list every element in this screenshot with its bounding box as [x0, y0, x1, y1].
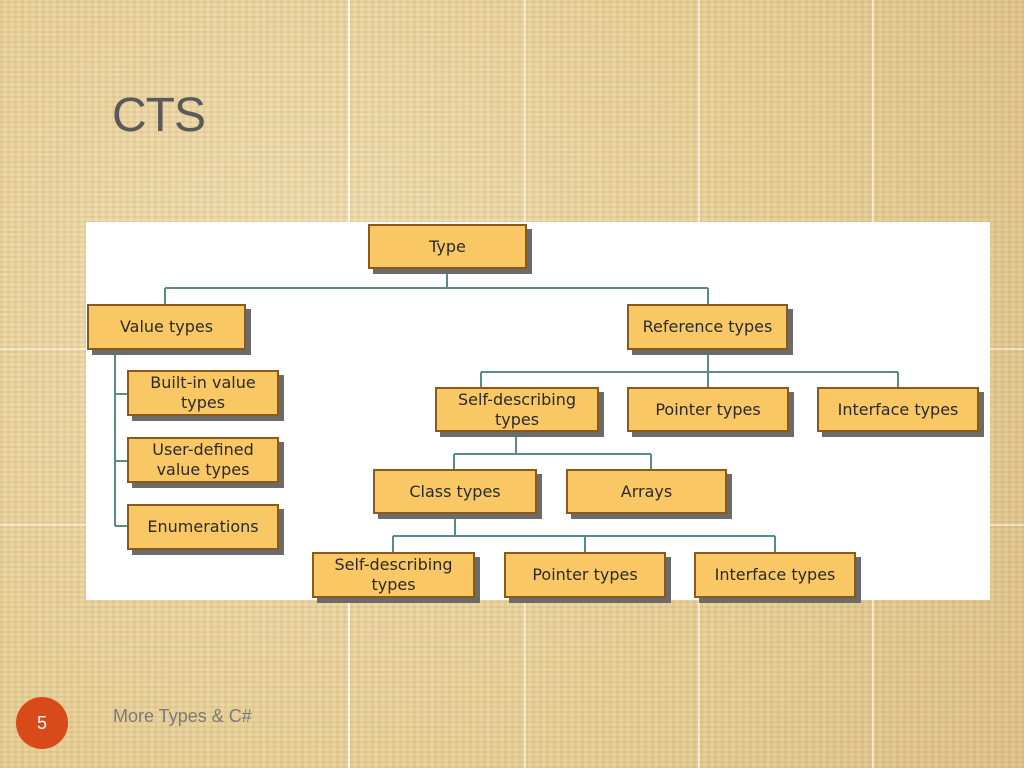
node-class-interface-types: Interface types — [694, 552, 856, 598]
node-reference-types: Reference types — [627, 304, 788, 350]
node-interface-types: Interface types — [817, 387, 979, 432]
node-builtin-value-types: Built-in value types — [127, 370, 279, 416]
node-value-types: Value types — [87, 304, 246, 350]
slide-title: CTS — [112, 89, 206, 142]
node-enumerations: Enumerations — [127, 504, 279, 550]
node-self-describing-types: Self-describing types — [435, 387, 599, 432]
node-class-types: Class types — [373, 469, 537, 514]
node-type: Type — [368, 224, 527, 269]
node-class-pointer-types: Pointer types — [504, 552, 666, 598]
node-pointer-types: Pointer types — [627, 387, 789, 432]
page-number-badge: 5 — [16, 697, 68, 749]
footer-text: More Types & C# — [113, 706, 252, 726]
type-hierarchy-diagram: Type Value types Reference types Built-i… — [86, 222, 990, 600]
node-class-self-describing-types: Self-describing types — [312, 552, 475, 598]
node-user-defined-value-types: User-defined value types — [127, 437, 279, 483]
node-arrays: Arrays — [566, 469, 727, 514]
connector-lines — [114, 269, 899, 552]
